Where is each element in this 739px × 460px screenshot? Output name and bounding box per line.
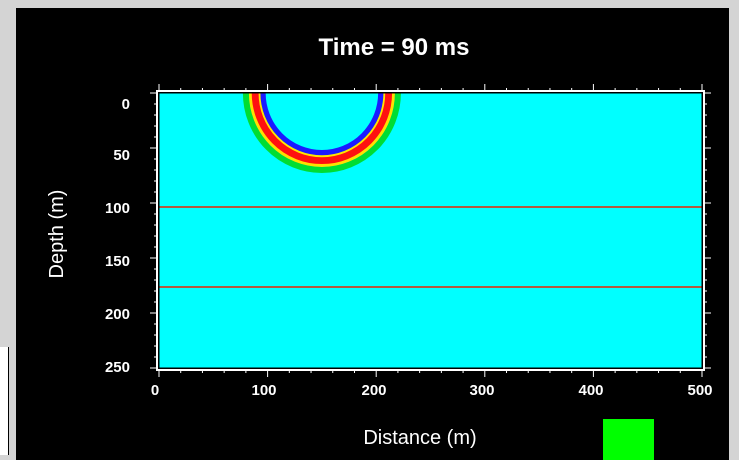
x-tick-label: 100 bbox=[251, 382, 276, 399]
x-tick-label: 0 bbox=[151, 382, 159, 399]
y-axis-label: Depth (m) bbox=[46, 190, 68, 279]
y-tick-label: 0 bbox=[122, 96, 130, 113]
y-tick-label: 100 bbox=[105, 200, 130, 217]
window-edge bbox=[0, 347, 9, 455]
y-tick-label: 250 bbox=[105, 359, 130, 376]
y-tick-label: 200 bbox=[105, 306, 130, 323]
x-tick-label: 200 bbox=[361, 382, 386, 399]
plot-frame bbox=[156, 90, 705, 371]
y-tick-label: 150 bbox=[105, 253, 130, 270]
axis-ticks bbox=[150, 84, 711, 377]
x-tick-label: 300 bbox=[469, 382, 494, 399]
wavefront bbox=[242, 92, 401, 173]
plot-title: Time = 90 ms bbox=[319, 34, 470, 61]
x-tick-label: 500 bbox=[687, 382, 712, 399]
y-tick-label: 50 bbox=[113, 147, 130, 164]
x-axis-label: Distance (m) bbox=[363, 427, 476, 449]
wavefront-band-1 bbox=[258, 92, 386, 157]
wavefront-band-4 bbox=[248, 92, 396, 168]
wavefront-band-2 bbox=[257, 92, 387, 159]
wavefront-band-3 bbox=[250, 92, 394, 166]
model-area bbox=[159, 93, 702, 368]
x-tick-label: 400 bbox=[578, 382, 603, 399]
wavefront-band-5 bbox=[242, 92, 401, 173]
status-indicator bbox=[603, 419, 654, 460]
